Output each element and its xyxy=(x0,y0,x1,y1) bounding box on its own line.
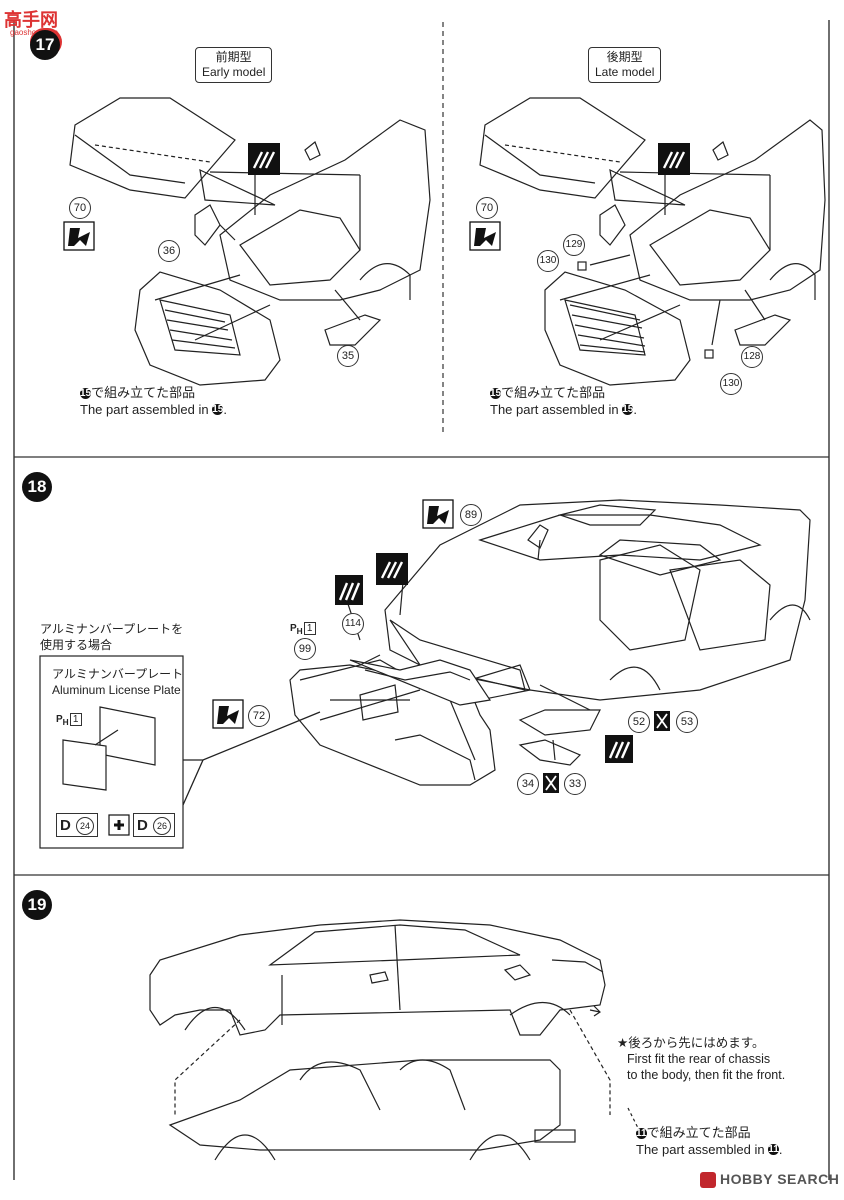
step-number-17: 17 xyxy=(30,30,60,60)
part-number-34: 34 xyxy=(517,773,539,795)
part-number-33: 33 xyxy=(564,773,586,795)
site-logo: 高手网 xyxy=(4,10,58,30)
part-number-129: 129 xyxy=(563,234,585,256)
step-ref-icon: 15 xyxy=(80,387,92,399)
aluminum-box-title: アルミナンバープレート Aluminum License Plate xyxy=(52,667,184,697)
hobby-search-watermark: HOBBY SEARCH xyxy=(720,1171,840,1187)
paint-code-d24: D 24 xyxy=(56,813,98,837)
late-model-label: 後期型 Late model xyxy=(588,47,662,83)
aluminum-note: アルミナンバープレートを 使用する場合 xyxy=(40,622,184,652)
part-number-72: 72 xyxy=(248,705,270,727)
site-url: gaoshou.com xyxy=(10,28,59,37)
step-number-18: 18 xyxy=(22,472,52,502)
part-number-70-late: 70 xyxy=(476,197,498,219)
step-ref-icon: 11 xyxy=(636,1127,647,1139)
part-number-114: 114 xyxy=(342,613,364,635)
part-number-128: 128 xyxy=(741,346,763,368)
part-number-53: 53 xyxy=(676,711,698,733)
part-number-35: 35 xyxy=(337,345,359,367)
part-number-89: 89 xyxy=(460,504,482,526)
step-ref-icon: 15 xyxy=(622,404,634,416)
paint-code-d26: D 26 xyxy=(133,813,175,837)
late-assembled-caption: 15で組み立てた部品 The part assembled in 15. xyxy=(490,385,637,417)
early-assembled-caption: 15で組み立てた部品 The part assembled in 15. xyxy=(80,385,227,417)
part-number-36: 36 xyxy=(158,240,180,262)
step-ref-icon: 15 xyxy=(212,404,224,416)
chassis-assembled-caption: 11で組み立てた部品 The part assembled in 11. xyxy=(636,1125,783,1157)
part-number-70-early: 70 xyxy=(69,197,91,219)
step-ref-icon: 15 xyxy=(490,387,502,399)
part-number-130-upper: 130 xyxy=(537,250,559,272)
early-model-label: 前期型 Early model xyxy=(195,47,273,83)
step-ref-icon: 11 xyxy=(768,1144,779,1156)
step-number-19: 19 xyxy=(22,890,52,920)
part-number-52: 52 xyxy=(628,711,650,733)
part-number-99: 99 xyxy=(294,638,316,660)
part-number-130-lower: 130 xyxy=(720,373,742,395)
fit-order-note: ★後ろから先にはめます。 First fit the rear of chass… xyxy=(617,1036,786,1082)
